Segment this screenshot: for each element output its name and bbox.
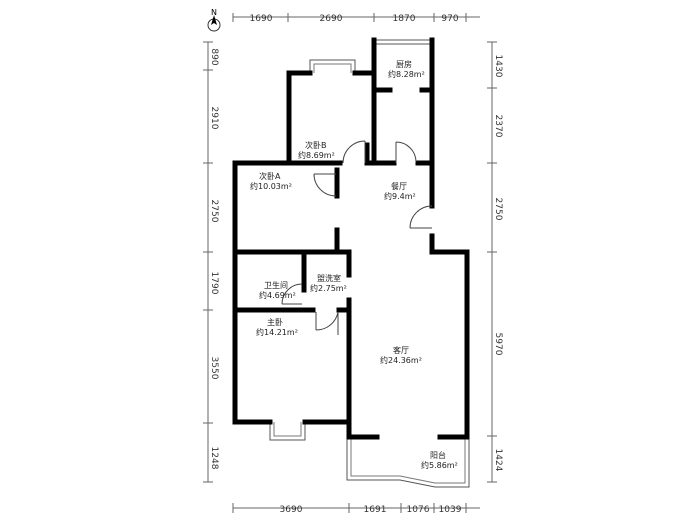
dining-name: 餐厅 (391, 182, 407, 191)
dim-left-3: 1790 (209, 272, 219, 295)
dim-top-3: 970 (441, 14, 458, 24)
dim-top-1: 2690 (320, 14, 343, 24)
dim-right-4: 1424 (493, 449, 503, 472)
bathroom-area: 约4.69m² (259, 290, 296, 300)
dimension-right: 1430 2370 2750 5970 1424 (487, 41, 503, 483)
dim-top-2: 1870 (393, 14, 416, 24)
bedroom-b-area: 约8.69m² (298, 150, 335, 160)
balcony-area: 约5.86m² (421, 460, 458, 470)
dim-right-1: 2370 (493, 115, 503, 138)
windows (235, 39, 470, 488)
dim-left-0: 890 (209, 48, 219, 65)
dim-left-2: 2750 (209, 200, 219, 223)
dimension-top: 1690 2690 1870 970 (232, 13, 480, 24)
door-kitchen (395, 141, 417, 163)
doors (281, 140, 433, 335)
living-name: 客厅 (393, 345, 409, 355)
compass-north-label: N (211, 8, 217, 17)
kitchen-area: 约8.28m² (388, 69, 425, 79)
door-bedroom-b (342, 140, 366, 164)
dim-right-2: 2750 (493, 198, 503, 221)
dimension-left: 890 2910 2750 1790 3550 1248 (203, 41, 219, 483)
dim-left-4: 3550 (209, 357, 219, 380)
dim-right-0: 1430 (493, 55, 503, 78)
compass: N (207, 8, 221, 32)
door-dining (409, 205, 433, 229)
walls (232, 37, 470, 440)
bedroom-b-bay-window (309, 59, 356, 73)
door-bathroom (281, 283, 303, 305)
kitchen-window (373, 39, 433, 45)
door-bedroom-a (313, 173, 337, 197)
dim-top-0: 1690 (250, 14, 273, 24)
master-name: 主卧 (267, 317, 283, 327)
bedroom-b-name: 次卧B (305, 140, 327, 150)
door-master (315, 311, 339, 331)
dim-bottom-1: 1691 (364, 505, 387, 515)
kitchen-name: 厨房 (396, 59, 412, 69)
balcony-glazing (346, 437, 470, 488)
dim-right-3: 5970 (493, 333, 503, 356)
north-arrow-icon (211, 15, 217, 25)
dining-area: 约9.4m² (384, 191, 416, 201)
living-area: 约24.36m² (380, 355, 422, 365)
dim-bottom-3: 1039 (439, 505, 462, 515)
room-labels: 厨房 约8.28m² 次卧B 约8.69m² 次卧A 约10.03m² 餐厅 约… (250, 59, 458, 470)
dim-left-5: 1248 (209, 447, 219, 470)
bedroom-a-area: 约10.03m² (250, 181, 292, 191)
master-bay-window (269, 422, 306, 441)
bedroom-a-name: 次卧A (259, 171, 281, 181)
master-area: 约14.21m² (256, 327, 298, 337)
dim-left-1: 2910 (209, 107, 219, 130)
laundry-area: 约2.75m² (310, 283, 347, 293)
dim-bottom-2: 1076 (407, 505, 430, 515)
bathroom-name: 卫生间 (264, 280, 288, 290)
laundry-name: 盥洗室 (317, 273, 341, 283)
dimension-bottom: 3690 1691 1076 1039 (232, 503, 480, 515)
dim-bottom-0: 3690 (280, 505, 303, 515)
balcony-name: 阳台 (430, 450, 446, 460)
